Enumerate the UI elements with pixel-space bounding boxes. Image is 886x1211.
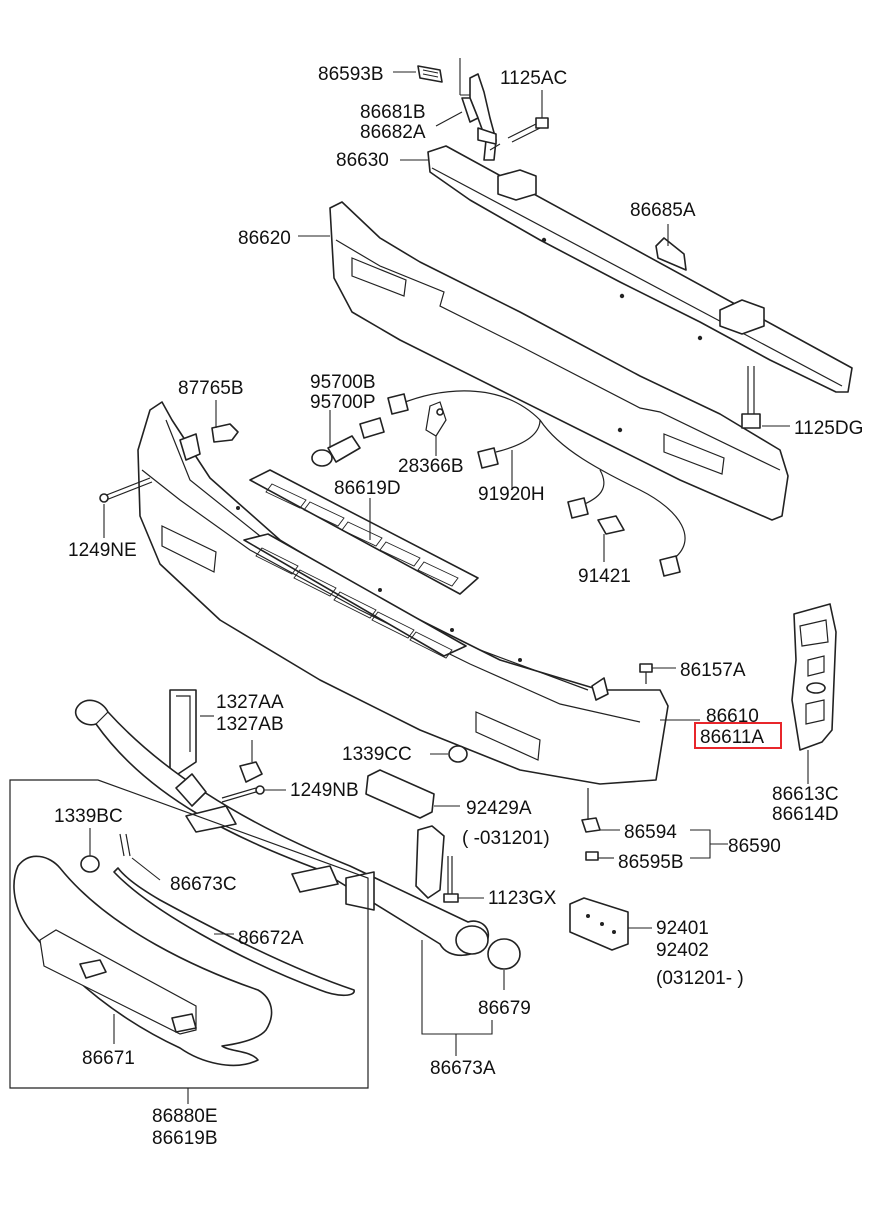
- label-87765b: 87765B: [178, 378, 244, 399]
- step-tube-86673a-part: [74, 699, 493, 1035]
- label-86671: 86671: [82, 1048, 135, 1069]
- label-86593b: 86593B: [318, 64, 384, 85]
- tag-86593b-part: [417, 65, 443, 83]
- label-86685a: 86685A: [630, 200, 696, 221]
- label-86679: 86679: [478, 998, 531, 1019]
- plate-92429a-part: [365, 769, 460, 819]
- bracket-86681b-part: [461, 73, 497, 161]
- label-91421: 91421: [578, 566, 631, 587]
- label-86619d: 86619D: [334, 478, 401, 499]
- label-1125dg: 1125DG: [794, 418, 863, 439]
- label-95700p: 95700P: [310, 392, 376, 413]
- sensor-95700b-part: [311, 410, 385, 467]
- label-1125ac: 1125AC: [500, 68, 567, 89]
- end-cap-86679-part: [487, 938, 521, 990]
- label-86682a: 86682A: [360, 122, 426, 143]
- label-91920h: 91920H: [478, 484, 545, 505]
- bolt-1125dg-part: [741, 366, 790, 429]
- label-86610: 86610: [706, 706, 759, 727]
- label-86880e: 86880E: [152, 1106, 218, 1127]
- label-1249nb: 1249NB: [290, 780, 359, 801]
- label-92429a: 92429A: [466, 798, 532, 819]
- label-date-range-to-031201: ( -031201): [462, 828, 550, 849]
- bolt-1125ac-part: [489, 90, 549, 151]
- nut-86594-part: [581, 788, 620, 833]
- clip-28366b-part: [425, 401, 447, 456]
- screw-86157a-part: [639, 663, 676, 684]
- trim-strip-86672a-part: [113, 867, 355, 997]
- label-86595b: 86595B: [618, 852, 684, 873]
- label-86673c: 86673C: [170, 874, 237, 895]
- nut-1339bc-part: [80, 828, 100, 873]
- clip-87765b-part: [211, 400, 239, 443]
- bolt-1123gx-part: [443, 856, 484, 903]
- nut-1339cc-part: [430, 745, 468, 763]
- pad-91421-part: [597, 515, 625, 562]
- label-1327aa: 1327AA: [216, 692, 284, 713]
- label-1123gx: 1123GX: [488, 888, 557, 909]
- plate-92401-part: [569, 897, 652, 951]
- label-92401: 92401: [656, 918, 709, 939]
- highlight-box-86611a: [694, 722, 782, 749]
- label-95700b: 95700B: [310, 372, 376, 393]
- label-1327ab: 1327AB: [216, 714, 284, 735]
- label-86681b: 86681B: [360, 102, 426, 123]
- label-86619b: 86619B: [152, 1128, 218, 1149]
- wire-harness-91920h-part: [387, 390, 686, 577]
- screw-1249nb-part: [221, 785, 286, 803]
- bumper-cover-86610-part: [137, 401, 669, 785]
- nut-1327aa-part: [239, 740, 263, 783]
- label-86594: 86594: [624, 822, 677, 843]
- label-86630: 86630: [336, 150, 389, 171]
- label-86672a: 86672A: [238, 928, 304, 949]
- step-pad-86619d-part: [249, 469, 479, 595]
- label-1339cc: 1339CC: [342, 744, 412, 765]
- screw-1249ne-part: [99, 477, 153, 538]
- label-28366b: 28366B: [398, 456, 464, 477]
- mount-bracket-1327aa-part: [169, 689, 214, 775]
- label-86614d: 86614D: [772, 804, 839, 825]
- kit-box-outline: [9, 779, 369, 1104]
- label-86613c: 86613C: [772, 784, 839, 805]
- bolt-86595b-part: [585, 851, 614, 861]
- label-86673a: 86673A: [430, 1058, 496, 1079]
- beam-86630-part: [427, 145, 853, 393]
- label-date-range-from-031201: (031201- ): [656, 968, 744, 989]
- step-plate-86671-part: [13, 855, 273, 1067]
- label-1249ne: 1249NE: [68, 540, 137, 561]
- label-86611a[interactable]: 86611A: [700, 727, 764, 748]
- label-86590: 86590: [728, 836, 781, 857]
- label-86620: 86620: [238, 228, 291, 249]
- label-92402: 92402: [656, 940, 709, 961]
- label-1339bc: 1339BC: [54, 806, 123, 827]
- side-bracket-86613c-part: [791, 603, 837, 784]
- pin-86673c-part: [119, 833, 161, 881]
- label-86157a: 86157A: [680, 660, 746, 681]
- reinforcement-86620-part: [329, 201, 789, 521]
